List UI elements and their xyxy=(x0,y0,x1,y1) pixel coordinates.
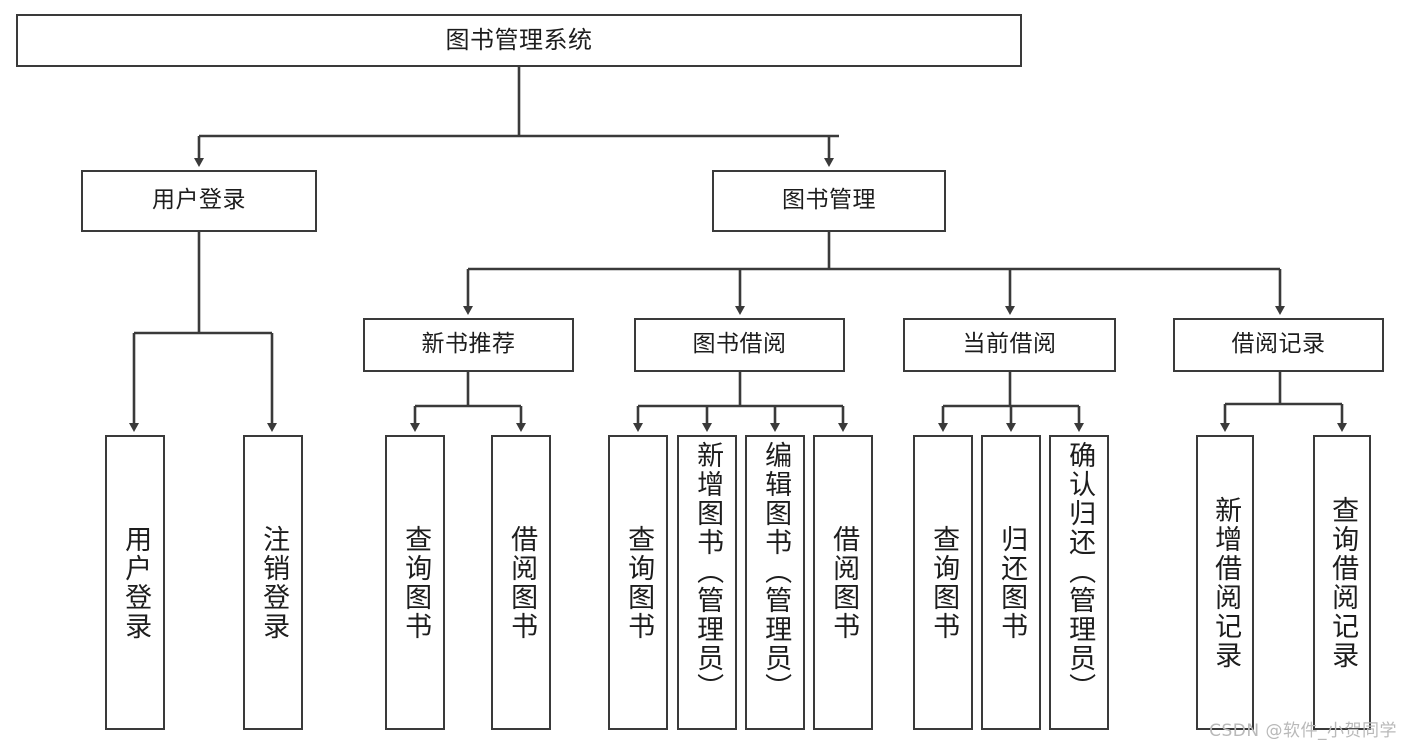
node-leaf-borrow-book-1-label: 借阅图书 xyxy=(506,524,538,641)
node-book-borrow-label: 图书借阅 xyxy=(692,331,787,358)
node-book-borrow[interactable]: 图书借阅 xyxy=(634,318,845,372)
node-current-borrow-label: 当前借阅 xyxy=(962,331,1057,358)
node-leaf-query-record[interactable]: 查询借阅记录 xyxy=(1313,435,1371,730)
node-new-book-recommend[interactable]: 新书推荐 xyxy=(363,318,574,372)
node-leaf-add-record-label: 新增借阅记录 xyxy=(1210,495,1242,670)
node-leaf-borrow-book-1[interactable]: 借阅图书 xyxy=(491,435,551,730)
node-leaf-query-book-2-label: 查询图书 xyxy=(623,524,655,641)
node-leaf-user-login[interactable]: 用户登录 xyxy=(105,435,165,730)
node-borrow-record[interactable]: 借阅记录 xyxy=(1173,318,1384,372)
node-leaf-edit-book-label: 编辑图书（管理员） xyxy=(760,441,792,702)
csdn-watermark: CSDN @软件_小贺同学 xyxy=(1209,721,1397,741)
node-leaf-logout-login-label: 注销登录 xyxy=(258,524,290,641)
node-leaf-add-record[interactable]: 新增借阅记录 xyxy=(1196,435,1254,730)
node-leaf-query-book-1-label: 查询图书 xyxy=(400,524,432,641)
node-book-manage-label: 图书管理 xyxy=(782,187,876,214)
node-leaf-borrow-book-2-label: 借阅图书 xyxy=(828,524,860,641)
node-leaf-query-book-3[interactable]: 查询图书 xyxy=(913,435,973,730)
node-leaf-query-book-2[interactable]: 查询图书 xyxy=(608,435,668,730)
node-leaf-add-book[interactable]: 新增图书（管理员） xyxy=(677,435,737,730)
node-leaf-confirm-return-label: 确认归还（管理员） xyxy=(1064,441,1096,702)
node-current-borrow[interactable]: 当前借阅 xyxy=(903,318,1116,372)
node-leaf-query-record-label: 查询借阅记录 xyxy=(1327,495,1359,670)
node-leaf-logout-login[interactable]: 注销登录 xyxy=(243,435,303,730)
node-leaf-edit-book[interactable]: 编辑图书（管理员） xyxy=(745,435,805,730)
node-borrow-record-label: 借阅记录 xyxy=(1231,331,1326,358)
node-leaf-query-book-1[interactable]: 查询图书 xyxy=(385,435,445,730)
node-leaf-user-login-label: 用户登录 xyxy=(120,524,152,641)
node-leaf-confirm-return[interactable]: 确认归还（管理员） xyxy=(1049,435,1109,730)
node-leaf-return-book-label: 归还图书 xyxy=(996,524,1028,641)
node-user-login-label: 用户登录 xyxy=(152,187,246,214)
node-user-login[interactable]: 用户登录 xyxy=(81,170,317,232)
node-root-system-label: 图书管理系统 xyxy=(445,26,593,55)
node-new-book-recommend-label: 新书推荐 xyxy=(421,331,516,358)
node-book-manage[interactable]: 图书管理 xyxy=(712,170,946,232)
node-leaf-add-book-label: 新增图书（管理员） xyxy=(692,441,724,702)
node-leaf-borrow-book-2[interactable]: 借阅图书 xyxy=(813,435,873,730)
node-leaf-query-book-3-label: 查询图书 xyxy=(928,524,960,641)
node-root-system[interactable]: 图书管理系统 xyxy=(16,14,1022,67)
node-leaf-return-book[interactable]: 归还图书 xyxy=(981,435,1041,730)
